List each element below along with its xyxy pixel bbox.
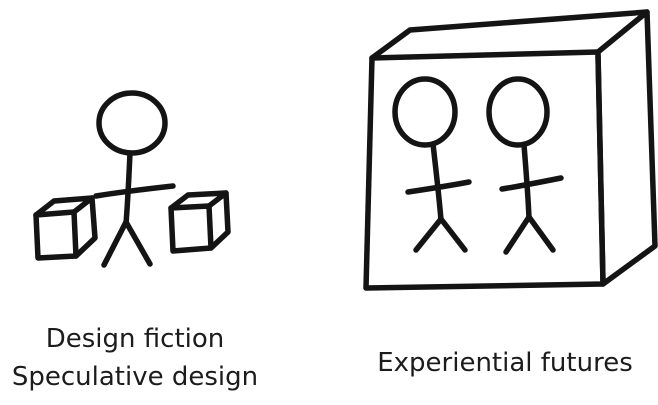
box-side <box>600 9 658 287</box>
box-top <box>369 9 650 61</box>
left-figure-group <box>33 90 231 268</box>
cube-left <box>33 195 98 261</box>
right-figure-group <box>363 9 658 291</box>
figure-body <box>123 150 133 227</box>
figure-left-leg <box>101 219 129 268</box>
large-box <box>363 9 658 291</box>
figure-right-leg <box>123 219 153 267</box>
caption-left: Design fiction Speculative design <box>0 320 270 396</box>
box-edge <box>595 53 606 285</box>
figure-right-leg <box>526 214 556 253</box>
stick-figure-inner-left <box>392 76 472 253</box>
cube-side <box>208 190 231 251</box>
cube-top <box>33 195 95 218</box>
figure-head <box>486 76 550 148</box>
cube-right <box>168 190 231 254</box>
figure-body <box>430 141 444 223</box>
cube-front <box>168 203 214 254</box>
caption-right: Experiential futures <box>360 344 650 382</box>
cube-side <box>73 195 98 259</box>
figure-left-leg <box>413 216 444 253</box>
caption-experiential-futures: Experiential futures <box>377 348 633 378</box>
figure-arms <box>499 175 564 192</box>
caption-speculative-design: Speculative design <box>11 362 259 392</box>
stick-figure-inner-right <box>486 76 564 255</box>
figure-head <box>392 76 458 148</box>
figure-body <box>521 142 532 221</box>
stick-figure-left <box>93 90 176 268</box>
figure-arms <box>93 183 176 199</box>
figure-arms <box>405 179 472 195</box>
figure-right-leg <box>438 216 468 253</box>
cube-top <box>168 190 229 211</box>
figure-left-leg <box>503 214 532 255</box>
figure-head <box>96 90 168 156</box>
cube-front <box>33 209 79 261</box>
caption-design-fiction: Design fiction <box>45 324 225 354</box>
